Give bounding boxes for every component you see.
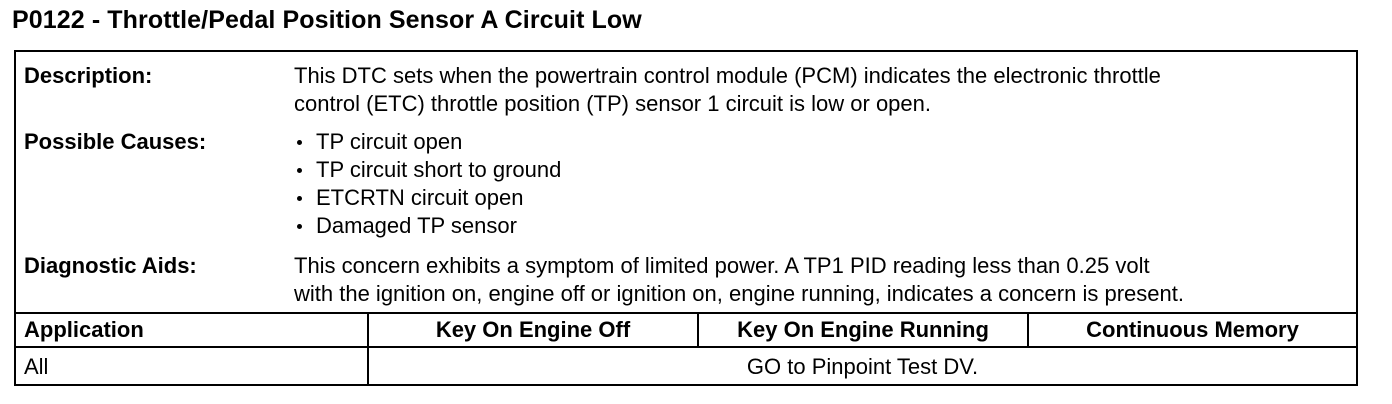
description-text: This DTC sets when the powertrain contro… [294, 62, 1348, 118]
possible-causes-label: Possible Causes: [24, 129, 207, 154]
column-header-application: Application [16, 312, 368, 347]
table-row: All GO to Pinpoint Test DV. [16, 346, 1356, 385]
list-item: TP circuit open [294, 128, 1348, 156]
description-line: This DTC sets when the powertrain contro… [294, 63, 1161, 88]
list-item: ETCRTN circuit open [294, 184, 1348, 212]
column-header-continuous-memory: Continuous Memory [1027, 312, 1356, 347]
column-header-koeo: Key On Engine Off [367, 312, 698, 347]
dtc-info-box: Description: This DTC sets when the powe… [14, 50, 1358, 386]
possible-causes-list: TP circuit open TP circuit short to grou… [294, 128, 1348, 240]
table-header-row: Application Key On Engine Off Key On Eng… [16, 312, 1356, 347]
description-label: Description: [24, 63, 153, 88]
application-cell: All [16, 346, 368, 385]
diagnostic-aids-line: This concern exhibits a symptom of limit… [294, 253, 1150, 278]
possible-causes-list-wrap: TP circuit open TP circuit short to grou… [294, 128, 1348, 240]
description-line: control (ETC) throttle position (TP) sen… [294, 91, 932, 116]
list-item: Damaged TP sensor [294, 212, 1348, 240]
application-table: Application Key On Engine Off Key On Eng… [16, 312, 1356, 385]
diagnostic-aids-text: This concern exhibits a symptom of limit… [294, 252, 1348, 308]
diagnostic-aids-label: Diagnostic Aids: [24, 253, 197, 278]
column-header-koer: Key On Engine Running [697, 312, 1028, 347]
diagnostic-aids-line: with the ignition on, engine off or igni… [294, 281, 1184, 306]
page-title: P0122 - Throttle/Pedal Position Sensor A… [12, 6, 642, 34]
list-item: TP circuit short to ground [294, 156, 1348, 184]
action-cell: GO to Pinpoint Test DV. [367, 346, 1356, 385]
